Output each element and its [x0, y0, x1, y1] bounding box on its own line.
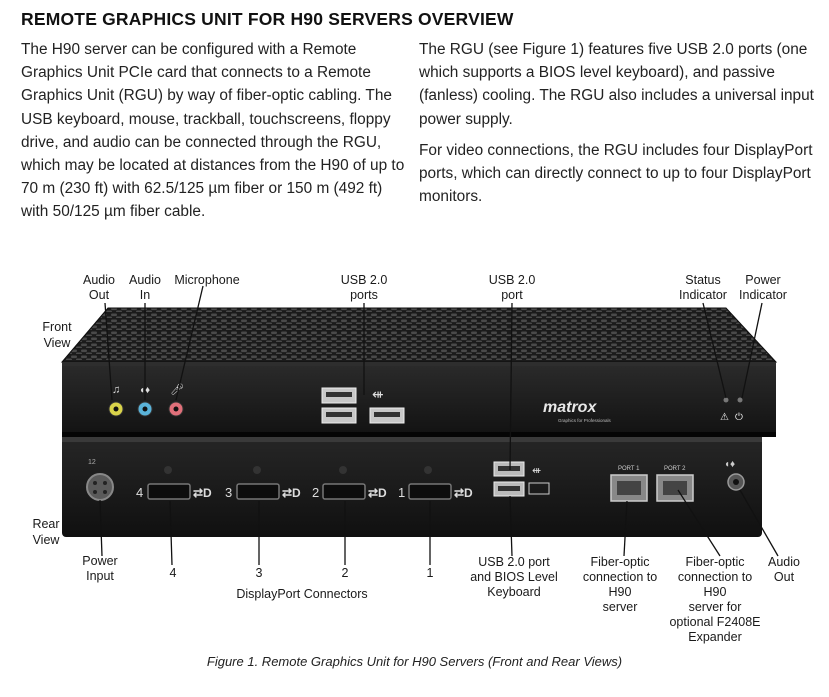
power-icon: ⏻ [735, 412, 743, 423]
svg-text:♫: ♫ [112, 384, 120, 396]
page-title: REMOTE GRAPHICS UNIT FOR H90 SERVERS OVE… [21, 9, 514, 29]
power-connector-icon [86, 473, 114, 501]
rear-audio-out-label-2: Out [774, 570, 795, 584]
front-usb-ports-label-2: ports [350, 288, 378, 302]
leader-lines [99, 285, 779, 566]
svg-text:◖♦: ◖♦ [724, 459, 735, 470]
rear-labels: Rear View Power Input 4 3 2 1 DisplayPor… [32, 517, 800, 644]
fiber-1-label-3: H90 [609, 585, 632, 599]
power-led [737, 397, 743, 403]
svg-text:⇄D: ⇄D [282, 486, 301, 500]
svg-text:⇄D: ⇄D [454, 486, 473, 500]
rear-view-label-2: View [33, 533, 61, 547]
fiber-2-label-5: optional F2408E [669, 615, 760, 629]
right-paragraph-2: For video connections, the RGU includes … [419, 141, 813, 206]
rear-audio-out-label: Audio [768, 555, 800, 569]
status-led [723, 397, 729, 403]
matrox-logo: matrox [543, 399, 597, 416]
rear-view-label: Rear [32, 517, 59, 531]
front-usb-ports-icon: ⇺ [321, 386, 405, 424]
usb-bios-label-3: Keyboard [487, 585, 541, 599]
front-view-label-2: View [44, 336, 72, 350]
front-audio-out-label: Audio [83, 273, 115, 287]
port1-label: PORT 1 [618, 466, 640, 472]
figure-caption: Figure 1. Remote Graphics Unit for H90 S… [206, 654, 623, 669]
fiber-2-label-3: H90 [704, 585, 727, 599]
dp-1-label: 1 [427, 566, 434, 580]
svg-text:🎤︎: 🎤︎ [170, 383, 184, 396]
svg-text:2: 2 [312, 485, 319, 500]
power-indicator-label-2: Indicator [739, 288, 787, 302]
fiber-2-label: Fiber-optic [685, 555, 744, 569]
svg-text:⇄D: ⇄D [368, 486, 387, 500]
displayport-1-icon: 1 ⇄D [398, 466, 473, 500]
svg-text:4: 4 [136, 485, 143, 500]
fiber-1-label-4: server [603, 600, 638, 614]
fiber-2-label-6: Expander [688, 630, 742, 644]
front-usb-ports-label: USB 2.0 [341, 273, 388, 287]
power-input-label-2: Input [86, 569, 114, 583]
rear-unit: 12 4 ⇄D 3 ⇄D 2 ⇄D 1 ⇄D ⇺ [62, 437, 762, 537]
keyboard-icon [528, 482, 550, 495]
fiber-2-label-4: server for [689, 600, 742, 614]
connector-12-label: 12 [88, 459, 96, 466]
front-audio-in-label: Audio [129, 273, 161, 287]
right-paragraph-1: The RGU (see Figure 1) features five USB… [419, 41, 814, 128]
displayport-connectors-label: DisplayPort Connectors [236, 587, 367, 601]
svg-text:⇺: ⇺ [372, 386, 384, 402]
port2-label: PORT 2 [664, 466, 686, 472]
usb-bios-label-2: and BIOS Level [470, 570, 558, 584]
svg-text:3: 3 [225, 485, 232, 500]
fiber-2-label-2: connection to [678, 570, 752, 584]
matrox-tagline: Graphics for Professionals [558, 418, 612, 423]
dp-2-label: 2 [342, 566, 349, 580]
usb-bios-label: USB 2.0 port [478, 555, 550, 569]
dp-4-label: 4 [170, 566, 177, 580]
displayport-3-icon: 3 ⇄D [225, 466, 301, 500]
power-input-label: Power [82, 554, 117, 568]
fiber-1-label: Fiber-optic [590, 555, 649, 569]
status-indicator-label-2: Indicator [679, 288, 727, 302]
warning-icon: ⚠ [720, 412, 729, 423]
power-indicator-label: Power [745, 273, 780, 287]
front-labels: Audio Out Audio In Microphone USB 2.0 po… [42, 273, 787, 350]
rear-usb-port-label: USB 2.0 [489, 273, 536, 287]
fiber-1-label-2: connection to [583, 570, 657, 584]
microphone-label: Microphone [174, 273, 239, 287]
svg-text:⇄D: ⇄D [193, 486, 212, 500]
right-column: The RGU (see Figure 1) features five USB… [419, 38, 819, 208]
status-indicator-label: Status [685, 273, 720, 287]
front-unit: ♫ ◖♦ 🎤︎ ⇺ matrox Graphics for Profession… [60, 307, 778, 437]
svg-text:1: 1 [398, 485, 405, 500]
left-column: The H90 server can be configured with a … [21, 38, 411, 224]
displayport-4-icon: 4 ⇄D [136, 466, 212, 500]
front-audio-in-label-2: In [140, 288, 150, 302]
front-audio-out-label-2: Out [89, 288, 110, 302]
svg-text:⇺: ⇺ [532, 465, 541, 477]
front-view-label: Front [42, 320, 72, 334]
left-paragraph: The H90 server can be configured with a … [21, 41, 405, 221]
dp-3-label: 3 [256, 566, 263, 580]
rear-usb-port-label-2: port [501, 288, 523, 302]
displayport-2-icon: 2 ⇄D [312, 466, 387, 500]
